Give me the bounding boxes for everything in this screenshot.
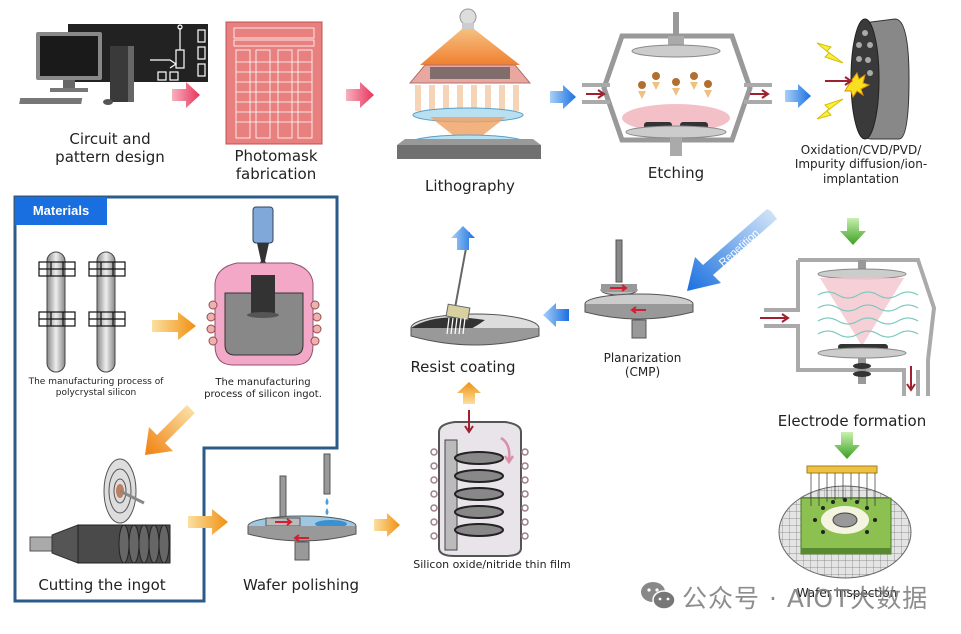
- deposition-icon: [816, 18, 910, 140]
- arrow-down-icon: [834, 432, 860, 459]
- computer-icon: [19, 24, 208, 105]
- cutting-ingot-label: Cutting the ingot: [38, 576, 166, 594]
- arrow-right-icon: [152, 312, 196, 340]
- cmp-icon: [584, 239, 694, 339]
- etching-icon: [582, 12, 772, 156]
- photomask-icon: [225, 21, 323, 145]
- materials-label: Materials: [15, 197, 107, 225]
- thin-film-label: Silicon oxide/nitride thin film: [413, 558, 571, 571]
- etching-label: Etching: [647, 164, 705, 182]
- arrow-right-icon: [785, 84, 811, 108]
- wafer-polishing-label: Wafer polishing: [242, 576, 360, 594]
- silicon-ingot-label: The manufacturing process of silicon ing…: [204, 377, 322, 400]
- polysilicon-label: The manufacturing process of polycrystal…: [28, 377, 164, 398]
- polysilicon-rods-icon: [38, 251, 126, 373]
- thin-film-furnace-icon: [430, 410, 529, 557]
- ingot-crucible-icon: [206, 206, 322, 366]
- wafer-inspection-label: Wafer inspection: [796, 586, 898, 600]
- arrow-right-icon: [550, 85, 576, 109]
- resist-coating-icon: [410, 231, 540, 346]
- planarization-label: Planarization (CMP): [603, 351, 682, 380]
- wechat-icon: [641, 582, 676, 610]
- lithography-icon: [397, 8, 541, 159]
- arrow-down-left-icon: [145, 405, 195, 455]
- circuit-design-label: Circuit and pattern design: [55, 130, 165, 166]
- repetition-arrow-icon: Repetition: [687, 209, 777, 291]
- arrow-left-icon: [543, 303, 569, 327]
- deposition-label: Oxidation/CVD/PVD/ Impurity diffusion/io…: [794, 143, 928, 186]
- resist-coating-label: Resist coating: [410, 358, 516, 376]
- watermark-text: 公众号 · AIOT大数据: [682, 584, 929, 613]
- arrow-right-icon: [172, 82, 200, 108]
- arrow-up-icon: [457, 382, 481, 404]
- wafer-inspection-icon: [778, 465, 912, 579]
- arrow-right-icon: [374, 513, 400, 537]
- arrow-down-icon: [840, 218, 866, 245]
- arrow-up-icon: [451, 226, 475, 250]
- wafer-polishing-icon: [247, 453, 357, 561]
- electrode-chamber-icon: [760, 258, 937, 396]
- photomask-label: Photomask fabrication: [234, 147, 318, 183]
- ingot-cutting-icon: [29, 458, 171, 564]
- electrode-formation-label: Electrode formation: [777, 412, 927, 430]
- arrow-right-icon: [188, 509, 228, 535]
- lithography-label: Lithography: [425, 177, 515, 195]
- arrow-right-icon: [346, 82, 374, 108]
